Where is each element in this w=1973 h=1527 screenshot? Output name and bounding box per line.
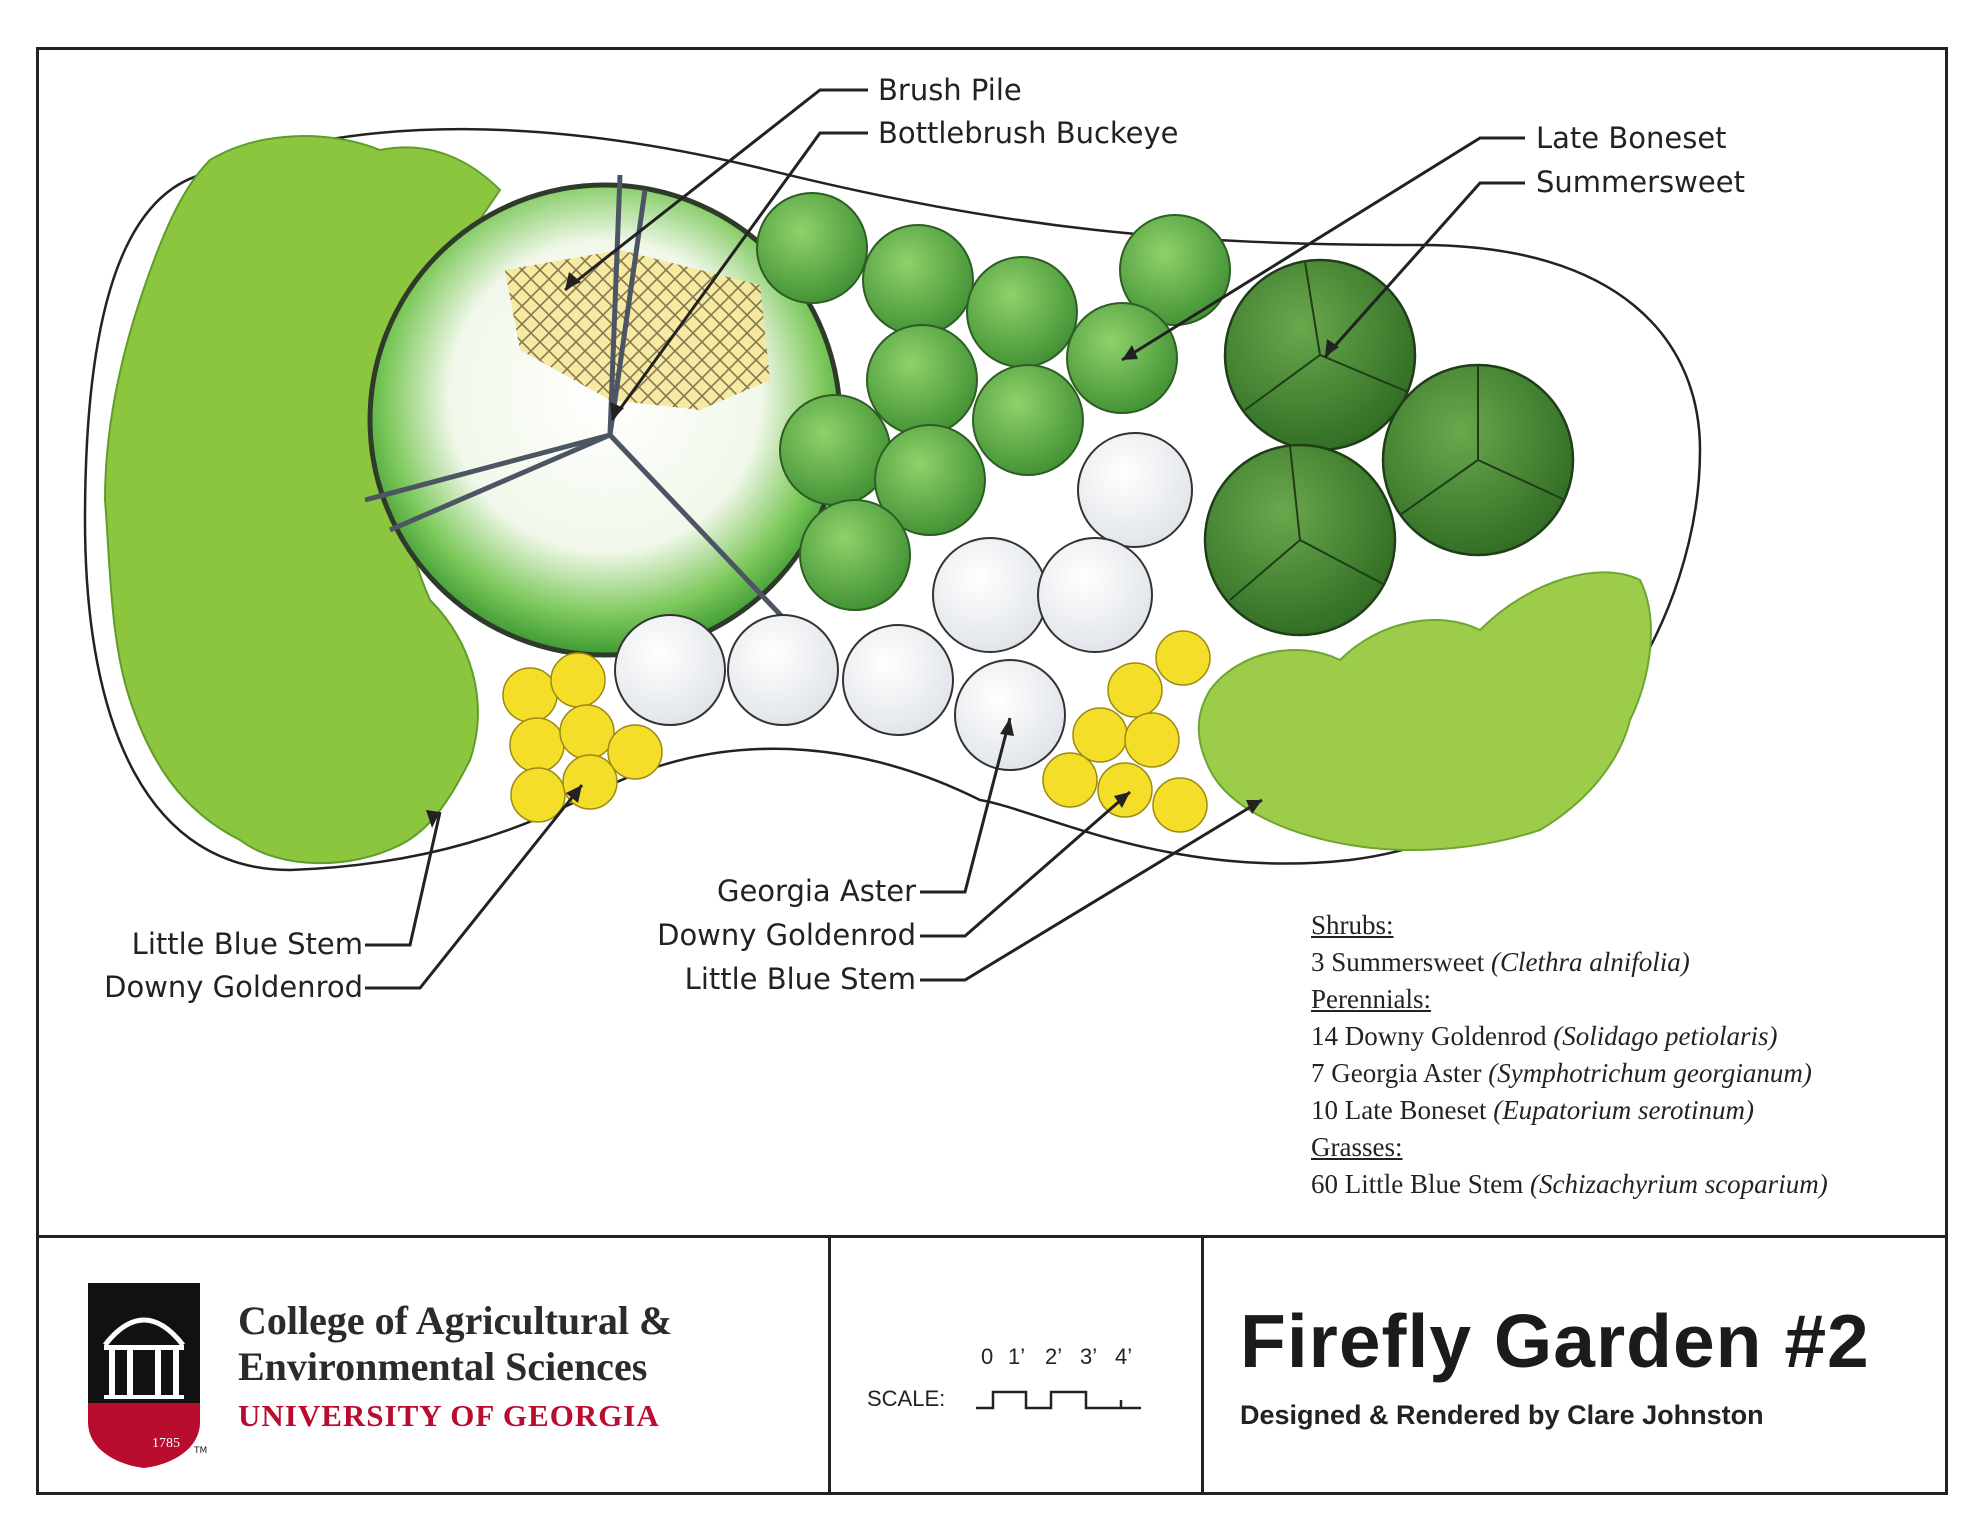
trademark-mark: TM	[194, 1446, 208, 1456]
title-block-scale-cell: 0 1’ 2’ 3’ 4’ SCALE:	[831, 1238, 1204, 1495]
legend-heading-grasses: Grasses:	[1311, 1132, 1403, 1162]
legend-item: 14 Downy Goldenrod (Solidago petiolaris)	[1311, 1021, 1778, 1051]
legend-item: 10 Late Boneset (Eupatorium serotinum)	[1311, 1095, 1754, 1125]
scale-tick: 0	[981, 1344, 994, 1369]
university-name: UNIVERSITY OF GEORGIA	[238, 1398, 660, 1433]
scale-tick: 2’	[1045, 1344, 1063, 1369]
title-block: 1785 TM College of Agricultural & Enviro…	[36, 1235, 1948, 1495]
title-block-title-cell: Firefly Garden #2 Designed & Rendered by…	[1204, 1238, 1948, 1495]
georgia-aster-group	[614, 432, 1193, 771]
designer-credit: Designed & Rendered by Clare Johnston	[1240, 1400, 1764, 1430]
label-summersweet: Summersweet	[1536, 165, 1745, 199]
late-boneset-group	[756, 192, 1231, 611]
brush-pile	[505, 250, 770, 410]
legend-item: 3 Summersweet (Clethra alnifolia)	[1311, 947, 1690, 977]
arrowheads	[426, 272, 1339, 828]
downy-goldenrod-right-group	[1042, 630, 1211, 833]
label-downy-goldenrod-left: Downy Goldenrod	[104, 970, 363, 1004]
drawing-frame	[36, 47, 1948, 1495]
legend-item: 7 Georgia Aster (Symphotrichum georgianu…	[1311, 1058, 1812, 1088]
college-name: College of Agricultural & Environmental …	[238, 1298, 673, 1389]
legend-item: 60 Little Blue Stem (Schizachyrium scopa…	[1311, 1169, 1828, 1199]
plant-legend: Shrubs: 3 Summersweet (Clethra alnifolia…	[1311, 907, 1828, 1203]
garden-title: Firefly Garden #2	[1240, 1299, 1870, 1383]
label-georgia-aster: Georgia Aster	[716, 874, 916, 908]
label-bottlebrush-buckeye: Bottlebrush Buckeye	[878, 116, 1179, 150]
scale-bar	[976, 1390, 1141, 1410]
scale-tick: 4’	[1115, 1344, 1133, 1369]
legend-heading-perennials: Perennials:	[1311, 984, 1431, 1014]
uga-logo-icon	[88, 1283, 200, 1468]
leader-lines	[365, 88, 1525, 990]
scale-label: SCALE:	[867, 1386, 946, 1411]
label-little-blue-stem-left: Little Blue Stem	[131, 927, 363, 961]
title-block-logo-cell: 1785 TM College of Agricultural & Enviro…	[36, 1238, 831, 1495]
label-little-blue-stem-mid: Little Blue Stem	[684, 962, 916, 996]
legend-heading-shrubs: Shrubs:	[1311, 910, 1394, 940]
label-brush-pile: Brush Pile	[878, 73, 1022, 107]
label-late-boneset: Late Boneset	[1536, 121, 1727, 155]
scale-tick: 3’	[1080, 1344, 1098, 1369]
scale-tick: 1’	[1008, 1344, 1026, 1369]
downy-goldenrod-left-group	[502, 652, 663, 823]
seal-year: 1785	[152, 1436, 180, 1451]
little-blue-stem-mass-right	[1197, 571, 1652, 851]
label-downy-goldenrod-mid: Downy Goldenrod	[657, 918, 916, 952]
